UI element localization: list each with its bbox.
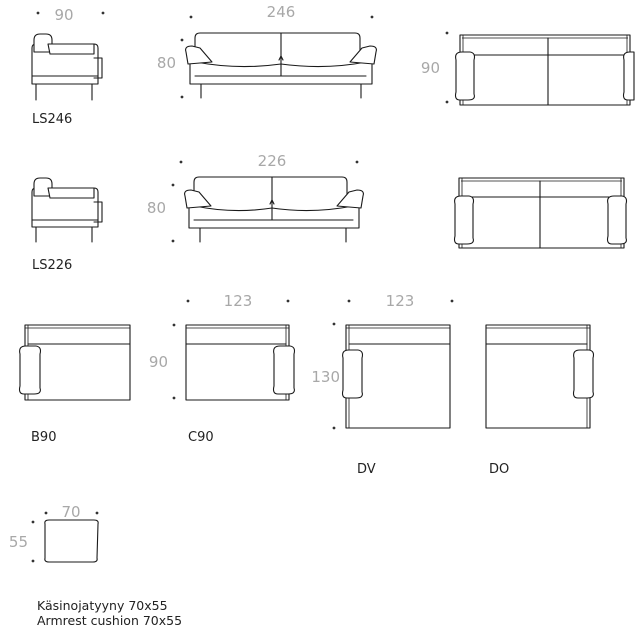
ls226-front-view: 226 80 (147, 152, 364, 243)
b90-plan-view: B90 (18, 324, 131, 445)
c90-plan-view: 123 90 C90 (149, 292, 296, 445)
dv-plan-view: 123 130 DV (311, 292, 454, 477)
ls246-height-dimension: 80 (157, 54, 176, 72)
ls246-side-view: 90 LS246 (31, 6, 105, 127)
c90-width-dimension: 123 (224, 292, 253, 310)
b90-label: B90 (31, 430, 56, 445)
do-label: DO (489, 462, 509, 477)
dv-label: DV (357, 462, 376, 477)
armrest-cushion-drawing: 70 55 Käsinojatyyny 70x55 Armrest cushio… (9, 503, 182, 628)
cushion-caption-en: Armrest cushion 70x55 (37, 613, 182, 628)
do-plan-view: DO (485, 324, 595, 477)
ls246-plan-depth-dimension: 90 (421, 59, 440, 77)
ls226-height-dimension: 80 (147, 199, 166, 217)
c90-label: C90 (188, 430, 214, 445)
cushion-height-dimension: 55 (9, 533, 28, 551)
dv-depth-dimension: 130 (311, 368, 340, 386)
ls226-plan-view (453, 177, 628, 249)
cushion-width-dimension: 70 (61, 503, 80, 521)
ls226-label: LS226 (32, 258, 72, 273)
ls246-depth-dimension: 90 (54, 6, 73, 24)
c90-depth-dimension: 90 (149, 353, 168, 371)
ls226-width-dimension: 226 (258, 152, 287, 170)
ls246-width-dimension: 246 (267, 3, 296, 21)
ls246-plan-view: 90 (421, 31, 635, 106)
cushion-caption-fi: Käsinojatyyny 70x55 (37, 598, 168, 613)
dv-width-dimension: 123 (386, 292, 415, 310)
ls246-front-view: 246 80 (157, 3, 377, 99)
ls246-label: LS246 (32, 112, 72, 127)
ls226-side-view: LS226 (31, 177, 103, 273)
